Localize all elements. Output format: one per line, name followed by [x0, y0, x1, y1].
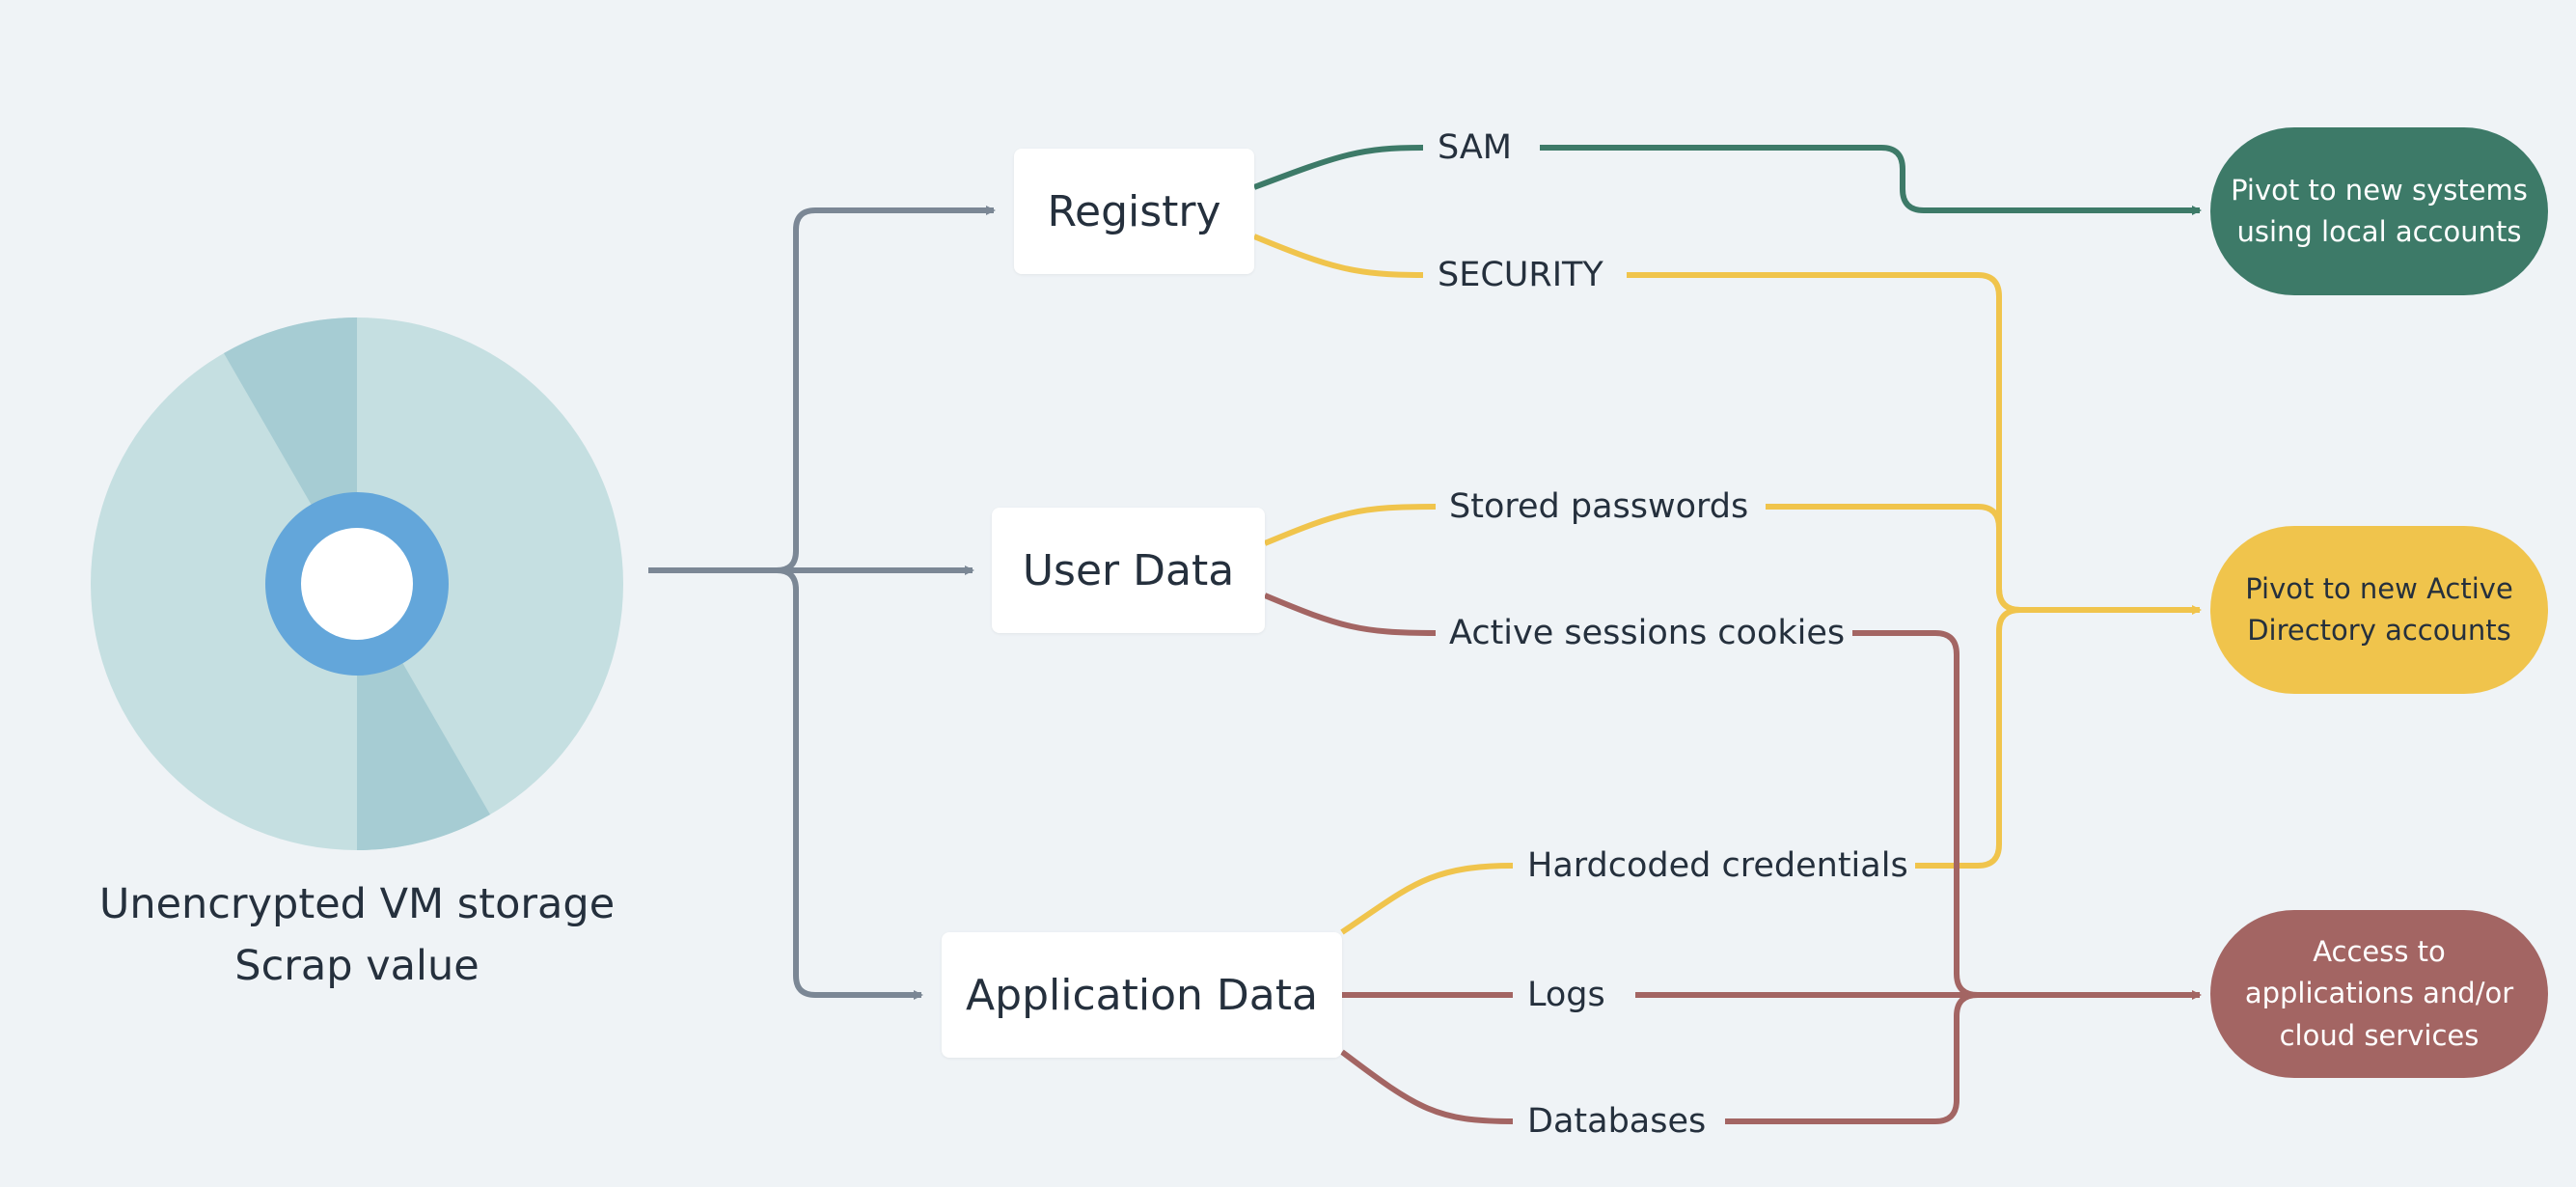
- outcome-local-accounts: Pivot to new systems using local account…: [2210, 127, 2548, 295]
- stored-passwords-label: Stored passwords: [1449, 487, 1749, 526]
- security-label: SECURITY: [1438, 256, 1603, 294]
- source-caption-line2: Scrap value: [234, 942, 480, 990]
- registry-box: Registry: [1014, 149, 1254, 274]
- outcome-cloud-access: Access to applications and/or cloud serv…: [2210, 910, 2548, 1078]
- active-sessions-cookies-label: Active sessions cookies: [1449, 614, 1846, 652]
- outcome-ad-accounts: Pivot to new Active Directory accounts: [2210, 526, 2548, 694]
- hard-disk-icon: [91, 317, 623, 850]
- outcome-cloud-access-line3: cloud services: [2279, 1018, 2480, 1052]
- outcome-cloud-access-line1: Access to: [2313, 934, 2446, 968]
- hardcoded-credentials-label: Hardcoded credentials: [1527, 846, 1908, 885]
- outcome-local-accounts-line1: Pivot to new systems: [2231, 173, 2528, 207]
- source-caption-line1: Unencrypted VM storage: [98, 880, 616, 928]
- user-data-box: User Data: [992, 508, 1265, 633]
- outcome-cloud-access-line2: applications and/or: [2244, 977, 2514, 1010]
- application-data-box: Application Data: [942, 932, 1342, 1058]
- source-connectors: [648, 206, 996, 1000]
- sam-label: SAM: [1438, 128, 1513, 167]
- ad-connectors: [1252, 234, 2202, 935]
- outcome-ad-accounts-line2: Directory accounts: [2247, 614, 2511, 647]
- cloud-connectors: [1263, 593, 2202, 1124]
- sam-connectors: [1252, 145, 2202, 215]
- outcome-local-accounts-line2: using local accounts: [2236, 215, 2522, 248]
- databases-label: Databases: [1527, 1102, 1707, 1141]
- logs-label: Logs: [1527, 976, 1605, 1014]
- outcome-ad-accounts-line1: Pivot to new Active: [2245, 571, 2513, 605]
